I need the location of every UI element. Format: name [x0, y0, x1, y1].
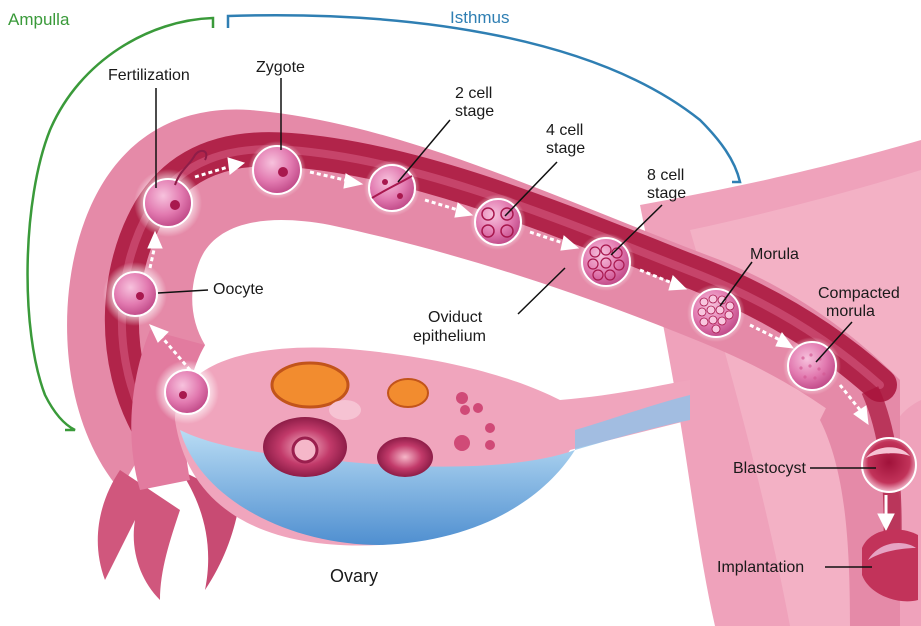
zygote-cell — [248, 141, 306, 199]
compacted-morula-label-line2: morula — [826, 303, 875, 320]
oviduct-label-line1: Oviduct — [428, 309, 483, 326]
oocyte-cell — [103, 262, 167, 326]
oviduct-label-line2: epithelium — [413, 328, 486, 345]
ovulated-oocyte-cell — [155, 360, 219, 424]
compacted-morula-cell — [783, 337, 841, 395]
morula-cell — [687, 284, 745, 342]
morula-label: Morula — [750, 246, 799, 263]
eight-cell-label-line2: stage — [647, 185, 686, 202]
four-cell-label-line1: 4 cell — [546, 122, 583, 139]
fertilization-label: Fertilization — [108, 67, 190, 84]
isthmus-label: Isthmus — [450, 8, 510, 27]
implantation-label: Implantation — [717, 559, 804, 576]
four-cell-label-line2: stage — [546, 140, 585, 157]
blastocyst-label: Blastocyst — [733, 460, 806, 477]
two-cell-stage-cell — [364, 160, 420, 216]
blastocyst-cell — [862, 438, 916, 492]
zygote-label: Zygote — [256, 59, 305, 76]
eight-cell-label-line1: 8 cell — [647, 167, 684, 184]
ampulla-label: Ampulla — [8, 10, 70, 29]
compacted-morula-label-line1: Compacted — [818, 285, 900, 302]
two-cell-label-line2: stage — [455, 103, 494, 120]
eight-cell-stage-cell — [577, 233, 635, 291]
two-cell-label-line1: 2 cell — [455, 85, 492, 102]
oocyte-label: Oocyte — [213, 281, 264, 298]
ovary — [175, 348, 690, 546]
ovary-label: Ovary — [330, 566, 378, 586]
